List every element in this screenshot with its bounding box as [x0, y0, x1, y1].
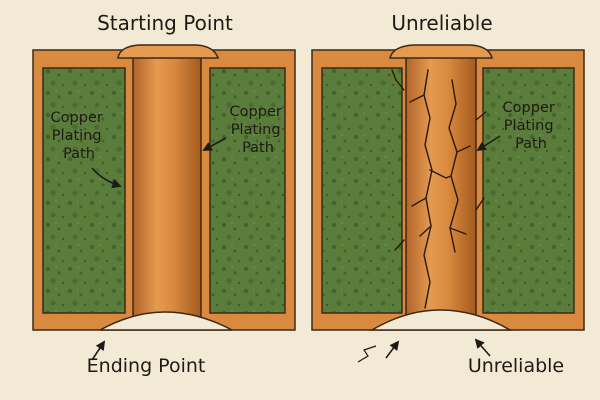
left-path-arrow-a [91, 167, 122, 189]
left-path-label-b: Copper Plating Path [230, 104, 287, 156]
right-bottom-flare [369, 309, 513, 331]
left-path-label-a: Copper Plating Path [51, 110, 108, 162]
unreliable-arrow [474, 338, 491, 357]
unreliable-bottom-label: Unreliable [468, 355, 564, 377]
right-top-lip [389, 44, 493, 59]
right-path-label: Copper Plating Path [503, 100, 560, 152]
right-title: Unreliable [391, 11, 492, 35]
right-laminate-block-b [482, 67, 575, 314]
left-panel: Starting Point Copper Plating Path Coppe… [32, 11, 296, 377]
left-laminate-block-b [209, 67, 286, 314]
barrel-cracks [391, 69, 487, 309]
right-path-arrow [476, 135, 501, 152]
right-panel: Unreliable Copper Plating Path [311, 11, 585, 377]
ending-point-arrow [91, 340, 106, 361]
right-bottom-left-arrow [385, 340, 400, 359]
ending-point-label: Ending Point [87, 355, 206, 377]
right-laminate-block-a [321, 67, 403, 314]
left-laminate-block-a [42, 67, 126, 314]
left-title: Starting Point [97, 11, 233, 35]
left-bottom-flare [99, 311, 233, 331]
floor-crack [357, 345, 377, 363]
left-top-lip [117, 44, 220, 59]
left-path-arrow-b [202, 137, 227, 151]
right-via-barrel [405, 51, 477, 329]
left-via-barrel [132, 51, 202, 329]
